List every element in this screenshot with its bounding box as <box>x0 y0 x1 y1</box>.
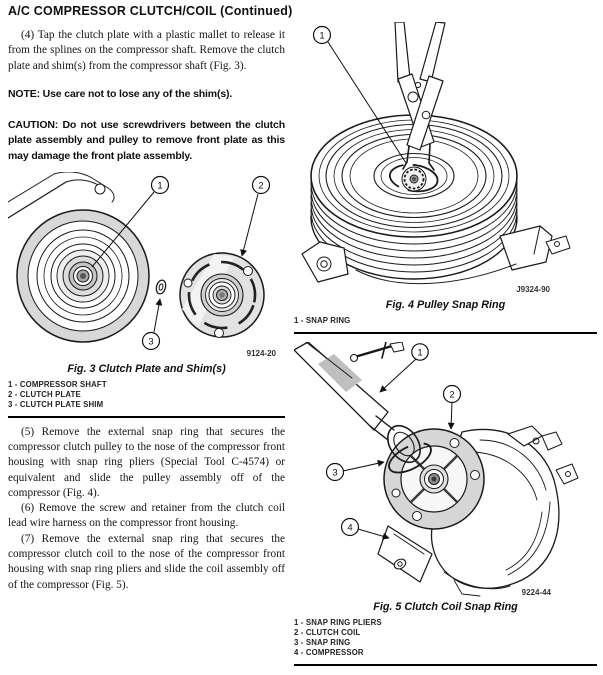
svg-text:2: 2 <box>449 390 454 401</box>
fig4-legend: 1 - SNAP RING <box>294 316 597 326</box>
step-7-paragraph: (7) Remove the external snap ring that s… <box>8 532 285 591</box>
svg-text:3: 3 <box>332 468 337 479</box>
caution-text: CAUTION: Do not use screwdrivers between… <box>8 119 285 162</box>
fig5-callout-3: 3 <box>325 462 345 482</box>
fig3-leader-2 <box>240 193 259 257</box>
fig5-mount-bracket <box>377 525 433 583</box>
fig5-legend: 1 - SNAP RING PLIERS 2 - CLUTCH COIL 3 -… <box>294 618 597 658</box>
fig5-caption: Fig. 5 Clutch Coil Snap Ring <box>373 601 518 613</box>
fig5-legend-item: 4 - COMPRESSOR <box>294 648 364 657</box>
fig5-snap-ring <box>388 442 432 474</box>
fig3-callout-3: 3 <box>141 331 161 350</box>
left-column: (4) Tap the clutch plate with a plastic … <box>8 24 285 593</box>
fig3-bottom-rule <box>8 415 285 418</box>
fig4-image-id: J9324-90 <box>516 285 550 294</box>
fig4-callout-1: 1 <box>312 25 332 45</box>
fig5-image-id: 9224-44 <box>522 588 552 597</box>
svg-text:1: 1 <box>417 348 422 359</box>
fig4-pulley-snap-ring-illustration: 1 J9324-90 <box>301 22 571 294</box>
fig5-legend-item: 2 - CLUTCH COIL <box>294 628 361 637</box>
fig5-bottom-rule <box>294 664 597 666</box>
fig3-bracket-belt <box>8 171 115 219</box>
fig3-callout-2: 2 <box>251 175 271 194</box>
fig5-leader-3 <box>342 459 385 472</box>
fig4-bottom-rule <box>294 332 597 334</box>
fig3-caption: Fig. 3 Clutch Plate and Shim(s) <box>67 362 226 375</box>
fig5-legend-item: 3 - SNAP RING <box>294 638 351 647</box>
svg-text:4: 4 <box>347 523 352 534</box>
fig4-pulley-face <box>310 114 518 238</box>
fig4-snap-ring-pliers <box>394 22 446 171</box>
step-5-paragraph: (5) Remove the external snap ring that s… <box>8 425 285 499</box>
fig3-legend: 1 - COMPRESSOR SHAFT 2 - CLUTCH PLATE 3 … <box>8 380 285 410</box>
step-6-paragraph: (6) Remove the screw and retainer from t… <box>8 502 285 530</box>
fig3-leader-3 <box>153 298 163 332</box>
fig5-callout-1: 1 <box>411 343 429 361</box>
fig5-leader-2 <box>447 401 455 430</box>
fig4-legend-item: 1 - SNAP RING <box>294 316 351 325</box>
fig5-callout-2: 2 <box>442 384 462 404</box>
fig3-leader-1 <box>91 191 155 268</box>
fig3-callout-1: 1 <box>150 175 170 194</box>
fig3-legend-item: 3 - CLUTCH PLATE SHIM <box>8 399 104 409</box>
svg-text:1: 1 <box>157 180 162 191</box>
fig5-legend-item: 1 - SNAP RING PLIERS <box>294 618 382 627</box>
svg-text:1: 1 <box>319 31 324 42</box>
fig5-callout-4: 4 <box>340 517 360 537</box>
step-4-paragraph: (4) Tap the clutch plate with a plastic … <box>8 29 285 72</box>
fig5-clutch-coil <box>383 428 485 530</box>
fig4-caption: Fig. 4 Pulley Snap Ring <box>385 299 506 311</box>
fig5-leader-4 <box>357 528 390 540</box>
right-column: 1 J9324-90 Fig. 4 Pulley Snap Ring 1 - S… <box>294 22 597 666</box>
note-text: NOTE: Use care not to lose any of the sh… <box>8 87 233 100</box>
fig5-leader-1 <box>379 358 417 393</box>
fig4-compressor-mounts <box>301 225 571 285</box>
figure-4: 1 J9324-90 Fig. 4 Pulley Snap Ring 1 - S… <box>294 22 597 326</box>
figure-5: 1 2 3 4 9224-44 Fig. 5 Clu <box>294 342 597 658</box>
fig5-clutch-coil-illustration: 1 2 3 4 9224-44 <box>294 342 579 597</box>
svg-text:2: 2 <box>258 180 263 191</box>
fig3-clutch-plate <box>179 251 265 338</box>
fig3-clutch-plate-illustration: 1 2 3 <box>8 171 277 358</box>
page-title: A/C COMPRESSOR CLUTCH/COIL (Continued) <box>8 4 293 18</box>
fig4-leader-1 <box>327 41 407 164</box>
fig5-snap-ring-pliers <box>294 342 422 464</box>
svg-text:3: 3 <box>148 336 153 347</box>
fig3-pulley <box>16 208 150 343</box>
figure-3: 1 2 3 <box>8 171 285 410</box>
fig3-shim <box>155 279 167 295</box>
fig3-legend-item: 2 - CLUTCH PLATE <box>8 389 81 399</box>
fig3-legend-item: 1 - COMPRESSOR SHAFT <box>8 379 107 389</box>
fig3-image-id: 9124-20 <box>247 349 277 358</box>
